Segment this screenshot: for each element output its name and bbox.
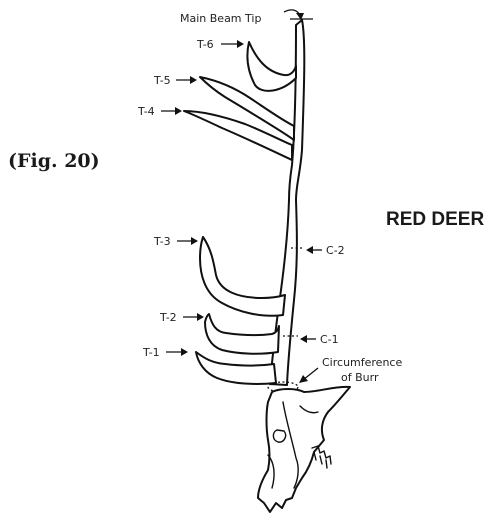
of-burr-label: of Burr — [341, 371, 379, 384]
main-beam-tip-label: Main Beam Tip — [180, 12, 261, 25]
species-title: RED DEER — [386, 209, 484, 230]
c1-label: C-1 — [320, 333, 339, 346]
c1-arrow — [300, 335, 316, 343]
t5-arrow — [176, 76, 197, 84]
t2-arrow — [183, 313, 204, 321]
circumference-label: Circumference — [322, 356, 402, 369]
t3-label: T-3 — [153, 235, 171, 248]
tine-t2 — [205, 314, 279, 354]
figure-label: (Fig. 20) — [8, 150, 100, 172]
burr-arrow — [299, 368, 318, 383]
t3-arrow — [177, 237, 198, 245]
t4-arrow — [161, 107, 182, 115]
skull — [258, 387, 350, 512]
c2-label: C-2 — [326, 244, 345, 257]
tine-t1 — [196, 352, 276, 384]
t1-label: T-1 — [142, 346, 160, 359]
t1-arrow — [166, 348, 188, 356]
t6-label: T-6 — [196, 38, 214, 51]
main-beam-tip-pointer — [284, 10, 313, 20]
tine-t3 — [200, 237, 285, 316]
t5-label: T-5 — [153, 74, 171, 87]
tine-t6 — [247, 42, 296, 91]
t4-label: T-4 — [137, 105, 155, 118]
c2-arrow — [306, 246, 322, 254]
t2-label: T-2 — [159, 311, 177, 324]
t6-arrow — [221, 40, 244, 48]
